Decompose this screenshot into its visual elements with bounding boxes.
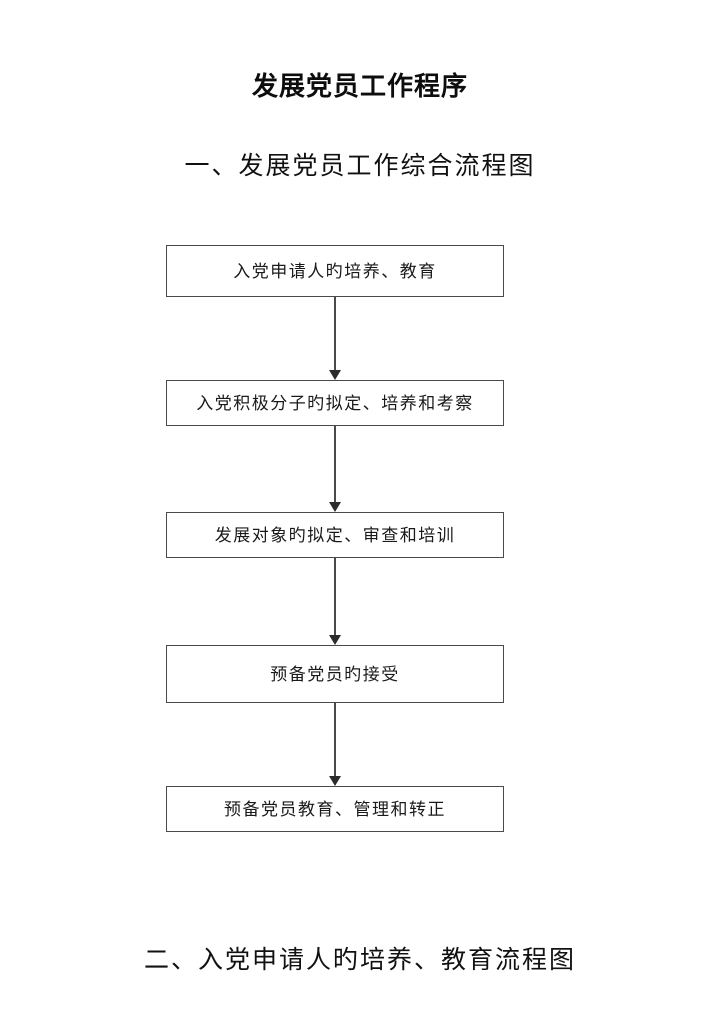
connector-shaft bbox=[334, 703, 336, 776]
flow-connector-2-to-3 bbox=[329, 426, 341, 512]
arrow-down-icon bbox=[329, 370, 341, 380]
page-title: 发展党员工作程序 bbox=[251, 71, 468, 101]
arrow-down-icon bbox=[329, 776, 341, 786]
flow-connector-4-to-5 bbox=[329, 703, 341, 786]
flow-box-step-3: 发展对象旳拟定、审查和培训 bbox=[166, 512, 504, 558]
flow-box-label: 预备党员教育、管理和转正 bbox=[224, 799, 446, 819]
arrow-down-icon bbox=[329, 502, 341, 512]
connector-shaft bbox=[334, 297, 336, 370]
connector-shaft bbox=[334, 558, 336, 635]
connector-shaft bbox=[334, 426, 336, 502]
section-heading-two: 二、入党申请人旳培养、教育流程图 bbox=[143, 947, 576, 974]
flow-box-step-4: 预备党员旳接受 bbox=[166, 645, 504, 703]
section-heading-one: 一、发展党员工作综合流程图 bbox=[184, 153, 536, 180]
flow-box-step-1: 入党申请人旳培养、教育 bbox=[166, 245, 504, 297]
flow-box-step-5: 预备党员教育、管理和转正 bbox=[166, 786, 504, 832]
flow-connector-1-to-2 bbox=[329, 297, 341, 380]
flow-connector-3-to-4 bbox=[329, 558, 341, 645]
flow-box-label: 发展对象旳拟定、审查和培训 bbox=[214, 525, 456, 545]
flow-box-label: 入党申请人旳培养、教育 bbox=[233, 261, 437, 281]
flow-box-label: 入党积极分子旳拟定、培养和考察 bbox=[196, 393, 474, 413]
flow-box-step-2: 入党积极分子旳拟定、培养和考察 bbox=[166, 380, 504, 426]
arrow-down-icon bbox=[329, 635, 341, 645]
flow-box-label: 预备党员旳接受 bbox=[270, 664, 400, 684]
